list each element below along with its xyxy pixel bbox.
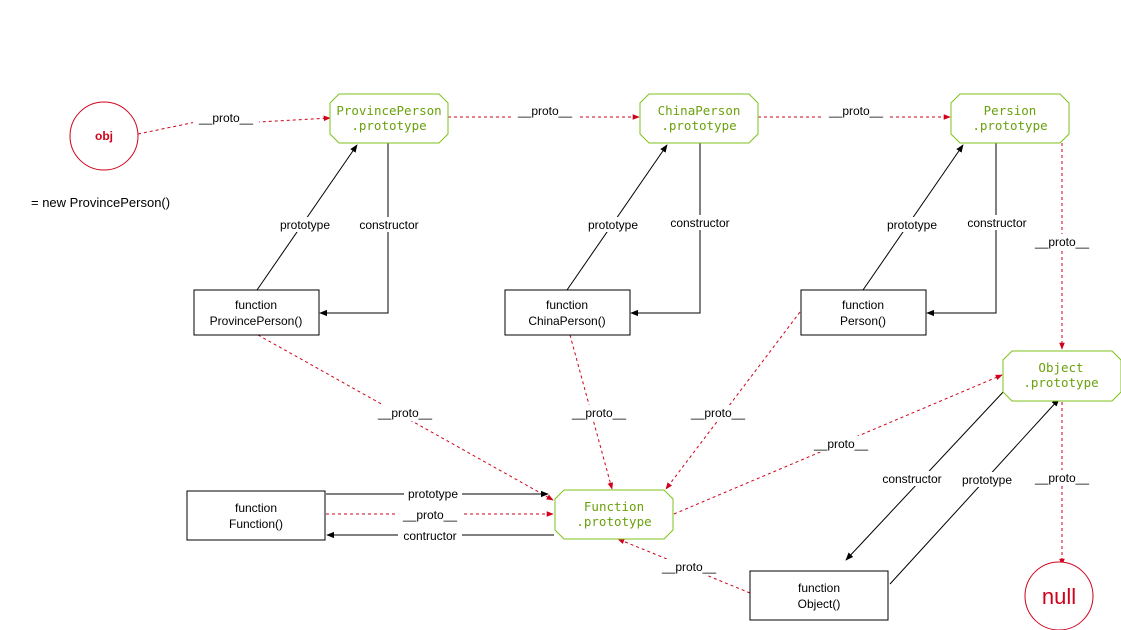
edge-fnproto-objproto-proto [673, 374, 1003, 515]
ppfn-line2: ProvincePerson() [210, 314, 303, 328]
cpfn-line1: function [546, 298, 588, 312]
label-pe-constructor: constructor [967, 216, 1026, 230]
fnproto-line1: Function [584, 499, 644, 514]
label-objectfn-prototype: prototype [962, 473, 1012, 487]
function-function-node: function Function() [186, 490, 326, 541]
label-cpfn-prototype: prototype [588, 218, 638, 232]
label-pefn-fnproto-proto: __proto__ [690, 406, 745, 420]
cp-proto-line1: ChinaPerson [658, 103, 741, 118]
fnproto-line2: .prototype [576, 514, 651, 529]
null-label: null [1042, 584, 1076, 609]
objproto-line1: Object [1038, 360, 1083, 375]
edge-pe-constructor [926, 143, 997, 317]
chinaperson-prototype-node: ChinaPerson .prototype [639, 93, 759, 144]
label-fnproto-objproto-proto: __proto__ [813, 437, 868, 451]
obj-label: obj [95, 129, 113, 143]
label-obj-proto: __proto__ [198, 111, 253, 125]
label-functionfn-proto: __proto__ [402, 508, 457, 522]
label-objproto-constructor: constructor [882, 472, 941, 486]
label-functionfn-prototype: prototype [408, 487, 458, 501]
label-ppfn-prototype: prototype [280, 218, 330, 232]
objproto-line2: .prototype [1023, 375, 1098, 390]
label-pefn-prototype: prototype [887, 218, 937, 232]
pp-proto-line2: .prototype [351, 118, 426, 133]
label-objectfn-fnproto-proto: __proto__ [661, 560, 716, 574]
label-cp-constructor: constructor [670, 216, 729, 230]
chinaperson-function-node: function ChinaPerson() [504, 289, 631, 336]
label-cp-pe-proto: __proto__ [828, 104, 883, 118]
objectfn-line1: function [798, 581, 840, 595]
label-ppfn-fnproto-proto: __proto__ [377, 406, 432, 420]
label-pp-cp-proto: __proto__ [517, 104, 572, 118]
edge-objectfn-prototype [889, 398, 1060, 585]
new-expression-text: = new ProvincePerson() [31, 195, 170, 210]
ppfn-line1: function [235, 298, 277, 312]
obj-node: obj [69, 101, 139, 171]
pe-proto-line1: Persion [984, 103, 1037, 118]
label-pp-constructor: constructor [359, 218, 418, 232]
edge-pp-constructor [319, 143, 389, 317]
nodes: obj = new ProvincePerson() ProvincePerso… [31, 93, 1121, 630]
label-objproto-null-proto: __proto__ [1034, 471, 1089, 485]
object-prototype-node: Object .prototype [1002, 350, 1121, 402]
null-node: null [1024, 561, 1094, 630]
cp-proto-line2: .prototype [661, 118, 736, 133]
function-prototype-node: Function .prototype [554, 489, 674, 540]
pefn-line2: Person() [840, 314, 886, 328]
functionfn-line2: Function() [229, 517, 283, 531]
edge-pefn-fnproto-proto [665, 311, 801, 490]
pp-proto-line1: ProvincePerson [336, 103, 441, 118]
label-fnproto-contructor: contructor [403, 529, 456, 543]
functionfn-line1: function [235, 501, 277, 515]
objectfn-line2: Object() [798, 597, 841, 611]
edge-cp-constructor [630, 143, 701, 317]
cpfn-line2: ChinaPerson() [528, 314, 605, 328]
provinceperson-function-node: function ProvincePerson() [193, 289, 320, 336]
label-pe-objproto-proto: __proto__ [1034, 235, 1089, 249]
persion-prototype-node: Persion .prototype [950, 93, 1070, 144]
person-function-node: function Person() [800, 289, 927, 336]
object-function-node: function Object() [749, 570, 889, 621]
pefn-line1: function [842, 298, 884, 312]
pe-proto-line2: .prototype [972, 118, 1047, 133]
edge-labels: __proto__ __proto__ __proto__ __proto__ … [193, 103, 1096, 575]
label-cpfn-fnproto-proto: __proto__ [571, 406, 626, 420]
provinceperson-prototype-node: ProvincePerson .prototype [329, 93, 449, 144]
